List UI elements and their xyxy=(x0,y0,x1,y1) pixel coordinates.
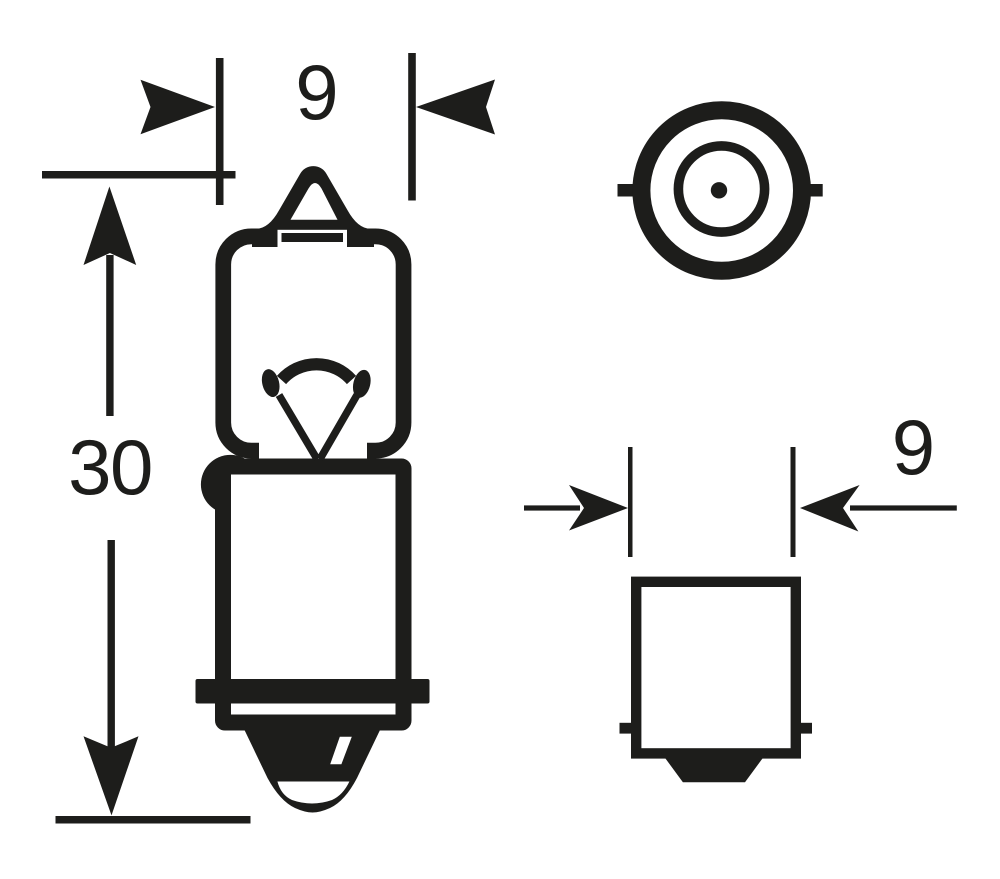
svg-text:30: 30 xyxy=(68,423,152,511)
svg-text:9: 9 xyxy=(295,48,338,136)
svg-text:9: 9 xyxy=(892,403,935,491)
